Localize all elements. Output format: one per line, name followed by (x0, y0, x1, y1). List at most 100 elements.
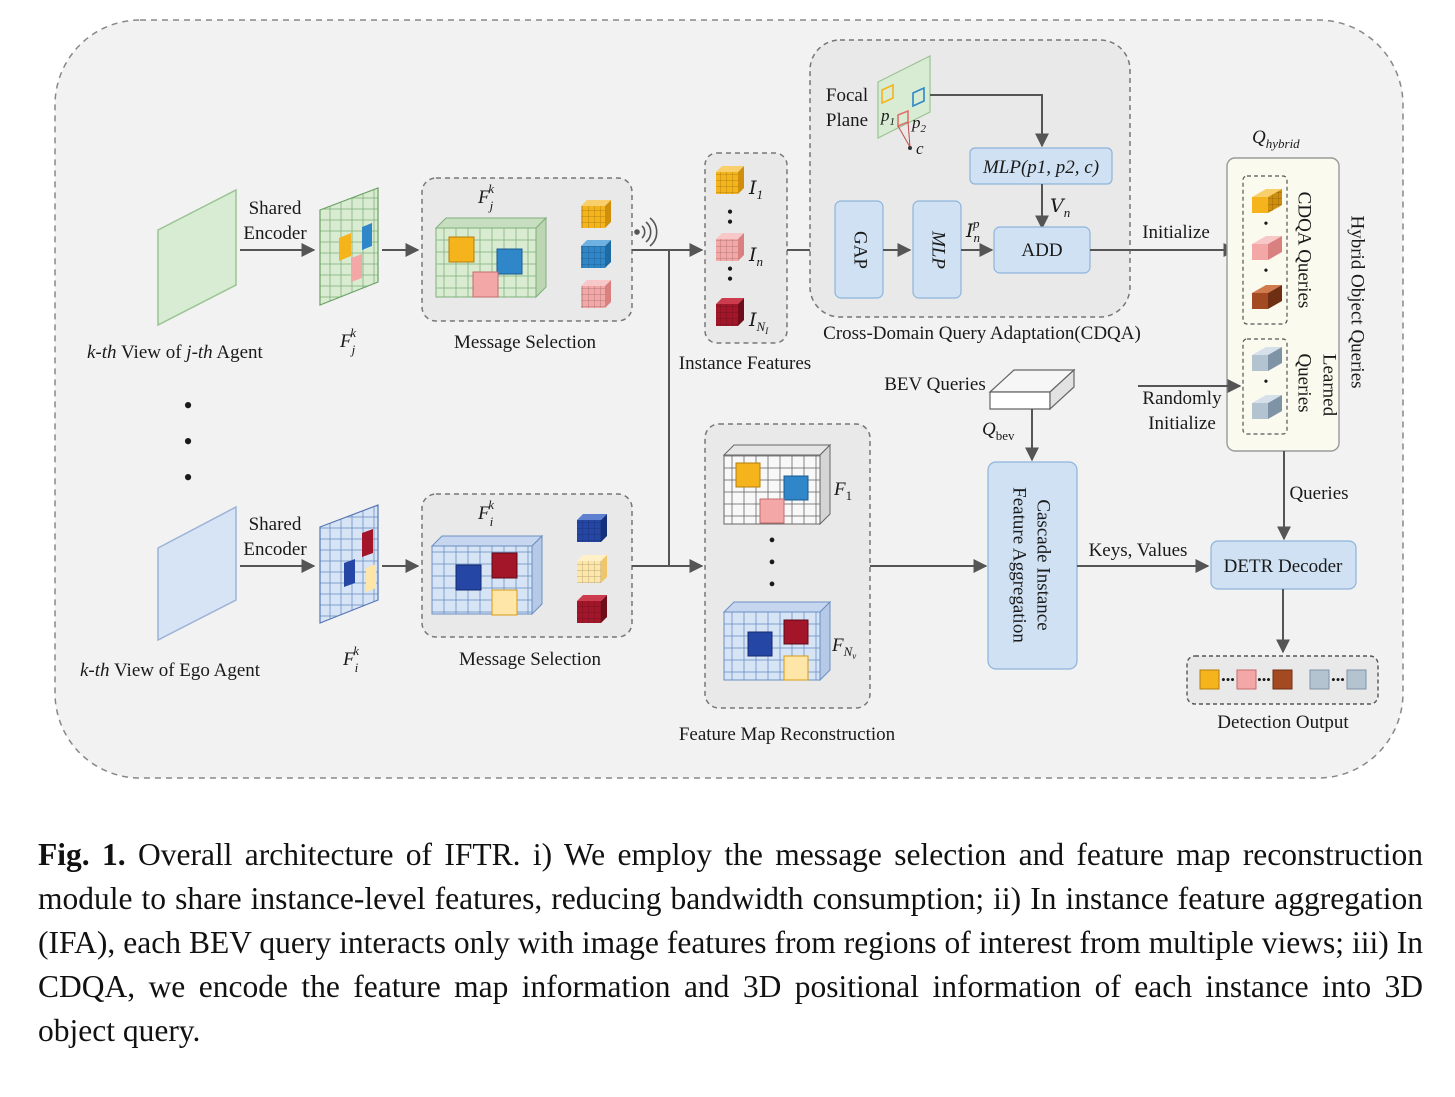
top-selection-label: Message Selection (454, 332, 596, 353)
bottom-selected-cube-navy (577, 514, 607, 542)
reconstructed-map-1-yellow (735, 462, 761, 488)
instance-features: I1 • • In • • INI Instance Features (679, 152, 834, 374)
top-feature-label: Fjk (339, 325, 356, 357)
cdqa-query-pink (1252, 236, 1282, 260)
top-selection-yellow-block (448, 236, 475, 263)
detr-decoder-label: DETR Decoder (1224, 556, 1343, 577)
top-agent-view-plane (157, 188, 237, 327)
reconstruction-label: Feature Map Reconstruction (679, 724, 896, 745)
reconstruction-ellipsis-2: • (768, 552, 775, 574)
keys-values-label: Keys, Values (1089, 540, 1188, 561)
bottom-selection-darkred-block (491, 552, 518, 579)
instance-cube-1 (716, 166, 744, 194)
bottom-selection-lightyellow-block (491, 589, 518, 616)
reconstruction-ellipsis-1: • (768, 530, 775, 552)
focal-ray-2 (907, 121, 911, 148)
cdqa-queries-box (1242, 175, 1288, 325)
cascade-line1: Cascade Instance (1033, 499, 1054, 630)
add-label: ADD (1021, 240, 1062, 261)
top-view-label: k-th View of j-th Agent (87, 342, 264, 363)
learned-queries-ellipsis: • (1264, 375, 1269, 390)
focal-plane-shape (877, 55, 931, 139)
top-feature-pink-patch (351, 254, 362, 282)
bev-queries-side (1049, 368, 1075, 411)
top-selected-cube-yellow (581, 200, 611, 228)
output-pink (1236, 669, 1257, 690)
top-feature-blue-patch (362, 223, 372, 250)
queries-label: Queries (1289, 483, 1348, 504)
top-agent-branch: Shared Encoder Fjk k-th View of j-th Age… (87, 177, 704, 363)
focal-plane-line1: Focal (826, 85, 868, 106)
instance-ellipsis-1a: • (727, 202, 733, 222)
reconstructed-map-Nv-label: FNv (831, 635, 856, 661)
top-selection-feature-label: Fjk (477, 181, 494, 213)
reconstructed-map-1-label: F1 (833, 479, 852, 503)
bottom-selection-label: Message Selection (459, 649, 601, 670)
output-gray-1 (1309, 669, 1330, 690)
cascade-line2: Feature Aggregation (1009, 487, 1030, 643)
output-dots-2: ••• (1257, 672, 1271, 687)
architecture-diagram: Shared Encoder Fjk k-th View of j-th Age… (54, 19, 1404, 779)
focal-p2-box (912, 86, 925, 108)
mlp-label: MLP (928, 230, 949, 269)
top-selected-cube-blue (581, 240, 611, 268)
detection-output-label: Detection Output (1217, 712, 1349, 733)
reconstructed-map-1-pink (759, 498, 785, 524)
top-selection-pink-block (472, 271, 499, 298)
q-hybrid-label: Qhybrid (1252, 127, 1300, 151)
detection-output: ••• ••• ••• Detection Output (1186, 655, 1379, 733)
focal-ray-1 (897, 125, 911, 148)
initialize-label: Initialize (1142, 222, 1210, 243)
feature-map-reconstruction: F1 • • • FNv Feature Map Reconstruction (679, 423, 988, 745)
output-gray-2 (1346, 669, 1367, 690)
focal-p1-box (881, 83, 894, 105)
top-encoder-line1: Shared (249, 198, 302, 219)
cdqa-module: Focal Plane c p1 p2 MLP(p1, p2, c) Vn GA… (809, 39, 1238, 344)
i-n-p-label: Inp (965, 216, 980, 245)
learned-queries-line1: Learned (1319, 354, 1340, 417)
focal-to-mlp-arrow (930, 94, 1049, 148)
reconstructed-map-Nv-lightyellow (783, 655, 809, 681)
focal-plane-line2: Plane (826, 110, 868, 131)
wireless-icon (634, 217, 658, 247)
reconstruction-ellipsis-3: • (768, 574, 775, 596)
top-selected-cube-pink (581, 280, 611, 308)
instance-cube-NI (716, 298, 744, 326)
top-selection-blue-block (496, 248, 523, 275)
cascade-instance-feature-aggregation: Cascade Instance Feature Aggregation Key… (987, 461, 1210, 670)
cdqa-queries-ellipsis-2: • (1264, 264, 1269, 279)
figure-caption: Fig. 1. Overall architecture of IFTR. i)… (38, 833, 1423, 1053)
instance-features-box (704, 152, 788, 344)
bottom-view-label: k-th View of Ego Agent (80, 660, 261, 681)
cdqa-query-yellow (1252, 189, 1282, 213)
bottom-selection-navy-block (455, 564, 482, 591)
camera-center-point (908, 146, 912, 150)
agents-ellipsis-2: • (183, 427, 192, 456)
bottom-selected-cube-darkred (577, 595, 607, 623)
hybrid-object-queries: Qhybrid • • CDQA Queries • (1138, 127, 1368, 541)
bottom-feature-lightyellow-patch (366, 564, 376, 592)
instance-label-NI: INI (748, 309, 769, 336)
p1-label: p1 (880, 106, 895, 128)
hybrid-side-label: Hybrid Object Queries (1347, 215, 1368, 388)
output-dots-1: ••• (1221, 672, 1235, 687)
cdqa-queries-ellipsis-1: • (1264, 217, 1269, 232)
learned-queries-box (1242, 338, 1288, 435)
cdqa-queries-label: CDQA Queries (1294, 192, 1315, 309)
output-yellow (1199, 669, 1220, 690)
v-n-label: Vn (1050, 195, 1070, 220)
reconstructed-map-Nv-navy (747, 631, 773, 657)
bottom-agent-branch: Shared Encoder Fik k-th View of Ego Agen… (80, 493, 704, 681)
bottom-agent-view-plane (157, 505, 237, 642)
detr-decoder: DETR Decoder (1210, 540, 1357, 654)
bev-queries-label: BEV Queries (884, 374, 986, 395)
instance-features-label: Instance Features (679, 353, 811, 374)
figure-number: Fig. 1. (38, 837, 126, 872)
cdqa-query-brown (1252, 285, 1282, 309)
reconstructed-map-1-blue (783, 475, 809, 501)
bottom-feature-darkred-patch (362, 529, 373, 557)
output-brown (1272, 669, 1293, 690)
agents-ellipsis-3: • (183, 463, 192, 492)
bottom-selected-cube-lightyellow (577, 555, 607, 583)
random-init-line2: Initialize (1148, 413, 1216, 434)
